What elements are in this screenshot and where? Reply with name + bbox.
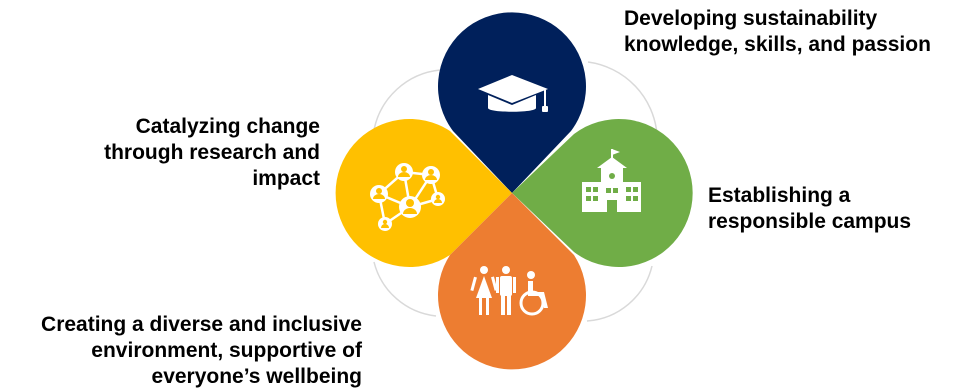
label-education: Developing sustainability knowledge, ski… [624, 6, 931, 58]
label-campus-line-1: Establishing a [708, 184, 851, 207]
label-research-line-1: Catalyzing change [135, 115, 320, 138]
petal-research [335, 118, 512, 267]
network-people-icon [370, 163, 445, 231]
label-campus-line-2: responsible campus [708, 210, 912, 233]
label-research-line-2: through research and [104, 141, 320, 164]
label-inclusion-line-2: environment, supportive of [91, 339, 362, 362]
label-inclusion-line-1: Creating a diverse and inclusive [41, 313, 362, 336]
people-accessibility-icon [470, 266, 548, 316]
graduation-cap-icon [478, 75, 548, 112]
label-education-line-2: knowledge, skills, and passion [624, 33, 931, 56]
label-campus: Establishing a responsible campus [708, 183, 911, 235]
label-research-line-3: impact [252, 167, 320, 190]
label-inclusion: Creating a diverse and inclusive environ… [41, 312, 362, 390]
petal-research-shape [335, 118, 512, 267]
school-building-icon [582, 149, 641, 212]
label-education-line-1: Developing sustainability [624, 7, 878, 30]
connector-outline [373, 61, 658, 322]
label-inclusion-line-3: everyone’s wellbeing [151, 365, 362, 388]
petal-inclusion [438, 193, 586, 370]
petal-campus [512, 118, 693, 267]
petal-education [438, 12, 586, 193]
label-research: Catalyzing change through research and i… [104, 114, 320, 192]
